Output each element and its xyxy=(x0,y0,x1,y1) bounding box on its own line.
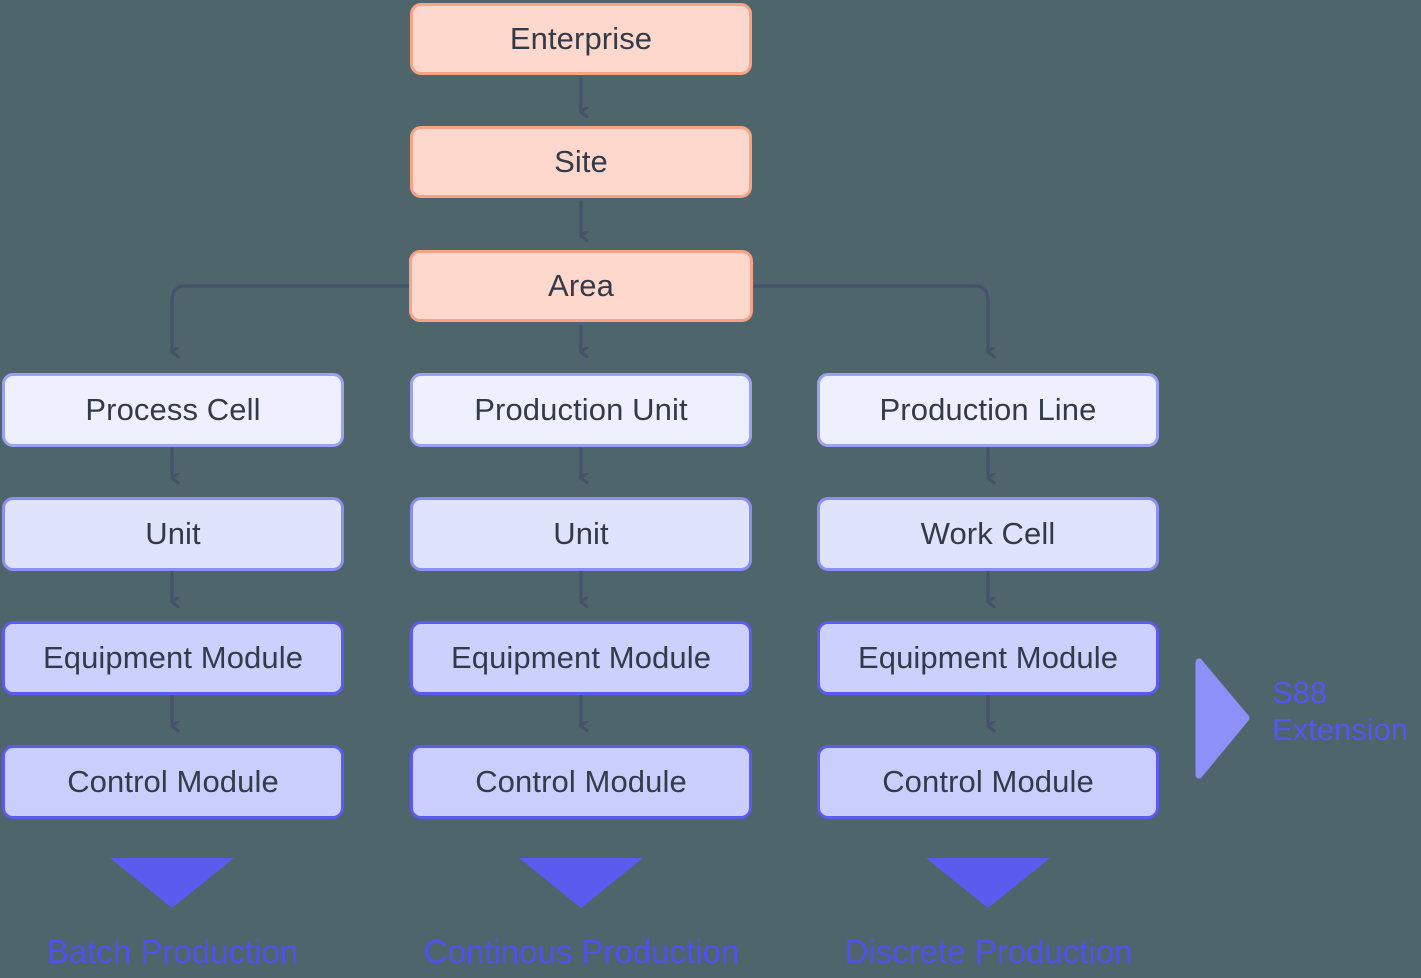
outcome-arrow-group xyxy=(110,858,1050,908)
node-enterprise[interactable]: Enterprise xyxy=(410,3,752,75)
node-control-module-continuous[interactable]: Control Module xyxy=(410,745,752,819)
s88-extension-line-2: Extension xyxy=(1272,711,1409,747)
node-label: Control Module xyxy=(67,763,279,799)
connector-area-production-line xyxy=(753,284,988,352)
node-site[interactable]: Site xyxy=(410,126,752,198)
node-unit-continuous[interactable]: Unit xyxy=(410,497,752,571)
s88-extension-line-1: S88 xyxy=(1272,675,1328,710)
node-label: Equipment Module xyxy=(42,639,304,675)
node-unit-batch[interactable]: Unit xyxy=(2,497,344,571)
node-production-line[interactable]: Production Line xyxy=(817,373,1159,447)
node-label: Unit xyxy=(145,515,201,551)
connector-area-process-cell xyxy=(172,284,411,352)
node-label: Production Line xyxy=(879,391,1097,427)
outcome-label-discrete: Discrete Production xyxy=(844,933,1133,970)
outcome-label-continuous: Continous Production xyxy=(423,933,740,970)
node-equipment-module-batch[interactable]: Equipment Module xyxy=(2,621,344,695)
node-label: Control Module xyxy=(475,763,687,799)
node-equipment-module-discrete[interactable]: Equipment Module xyxy=(817,621,1159,695)
node-label: Enterprise xyxy=(509,20,653,56)
node-area[interactable]: Area xyxy=(409,250,753,322)
node-label: Area xyxy=(548,267,614,303)
outcome-arrow-continuous xyxy=(519,858,643,908)
node-control-module-batch[interactable]: Control Module xyxy=(2,745,344,819)
s88-extension-marker-icon xyxy=(1195,658,1250,779)
outcome-label-batch: Batch Production xyxy=(46,933,299,970)
s88-extension-annotation: S88 Extension xyxy=(1272,675,1408,748)
node-control-module-discrete[interactable]: Control Module xyxy=(817,745,1159,819)
outcome-arrow-discrete xyxy=(926,858,1050,908)
node-label: Site xyxy=(554,143,608,179)
node-process-cell[interactable]: Process Cell xyxy=(2,373,344,447)
outcome-arrow-batch xyxy=(110,858,234,908)
node-equipment-module-continuous[interactable]: Equipment Module xyxy=(410,621,752,695)
node-production-unit[interactable]: Production Unit xyxy=(410,373,752,447)
node-label: Control Module xyxy=(882,763,1094,799)
node-label: Process Cell xyxy=(85,391,261,427)
node-label: Work Cell xyxy=(920,515,1056,551)
node-label: Equipment Module xyxy=(857,639,1119,675)
node-label: Production Unit xyxy=(474,391,688,427)
node-label: Unit xyxy=(553,515,609,551)
node-label: Equipment Module xyxy=(450,639,712,675)
node-work-cell[interactable]: Work Cell xyxy=(817,497,1159,571)
